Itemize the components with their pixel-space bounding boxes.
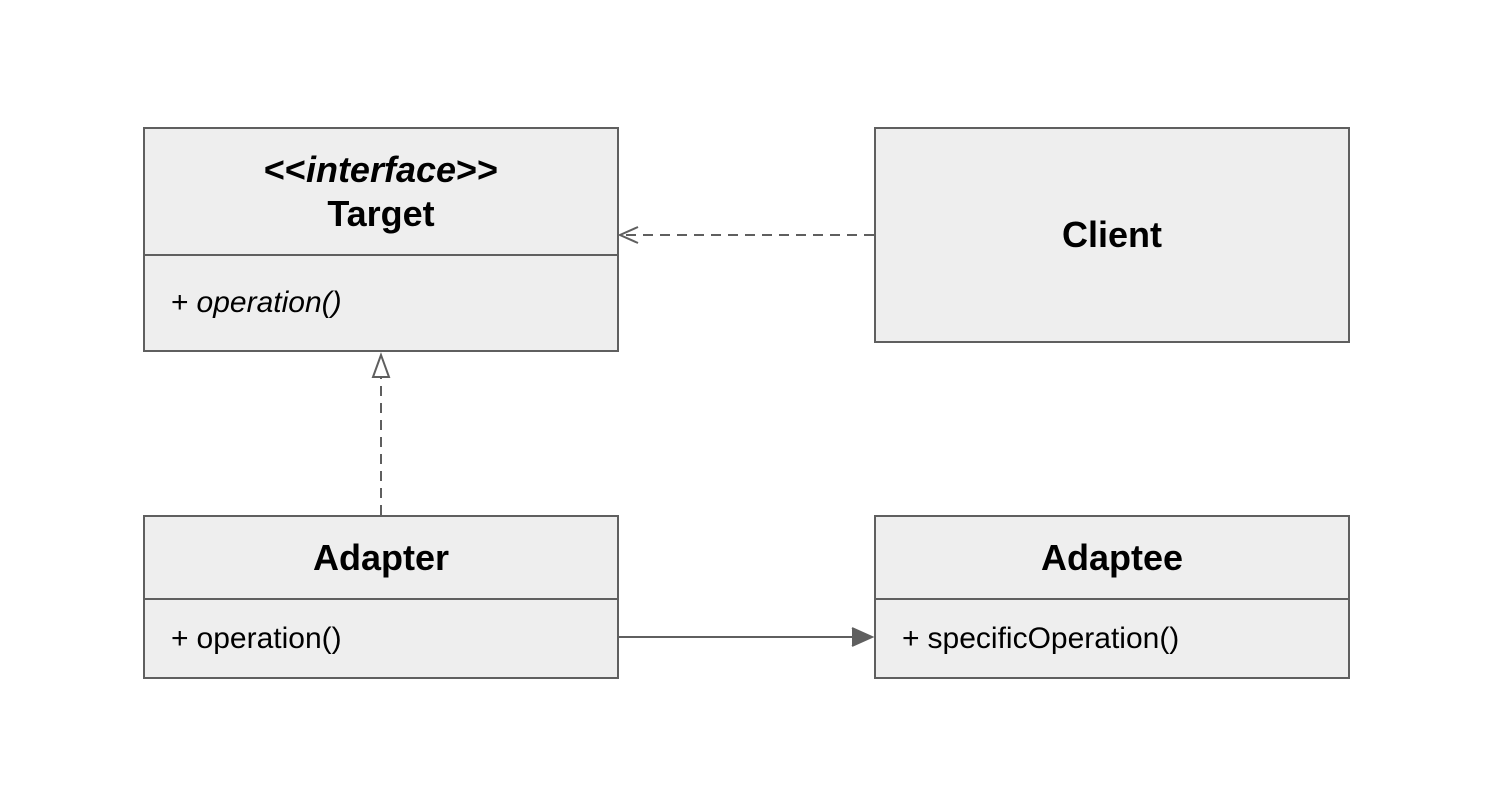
adapter-header: Adapter xyxy=(145,517,617,598)
adaptee-class-name: Adaptee xyxy=(1040,536,1184,578)
adaptee-method-name: specificOperation() xyxy=(927,621,1180,655)
adapter-methods: + operation() xyxy=(145,598,617,677)
client-class-name: Client xyxy=(1061,214,1162,255)
stereotype-open: << xyxy=(263,148,306,190)
target-method-visibility: + xyxy=(171,286,189,319)
target-header: <<interface>> Target xyxy=(145,129,617,254)
adaptee-class-box[interactable]: Adaptee + specificOperation() xyxy=(874,515,1350,679)
adapter-class-box[interactable]: Adapter + operation() xyxy=(143,515,619,679)
stereotype-close: >> xyxy=(456,148,499,190)
association-adapter-adaptee xyxy=(619,627,875,647)
adapter-class-name: Adapter xyxy=(312,536,450,578)
adaptee-method-visibility: + xyxy=(902,621,920,655)
adapter-method-name: operation() xyxy=(196,621,342,655)
adapter-method-visibility: + xyxy=(171,621,189,655)
adaptee-methods: + specificOperation() xyxy=(876,598,1348,677)
target-interface-box[interactable]: <<interface>> Target + operation() xyxy=(143,127,619,352)
target-methods: + operation() xyxy=(145,254,617,350)
target-stereotype: <<interface>> xyxy=(264,148,498,192)
target-method-name: operation() xyxy=(196,286,342,319)
client-class-box[interactable]: Client xyxy=(874,127,1350,343)
dependency-client-target xyxy=(617,226,874,244)
target-class-name: Target xyxy=(327,192,435,234)
stereotype-word: interface xyxy=(305,148,457,190)
client-header: Client xyxy=(876,129,1348,341)
adaptee-header: Adaptee xyxy=(876,517,1348,598)
realization-adapter-target xyxy=(371,352,391,515)
